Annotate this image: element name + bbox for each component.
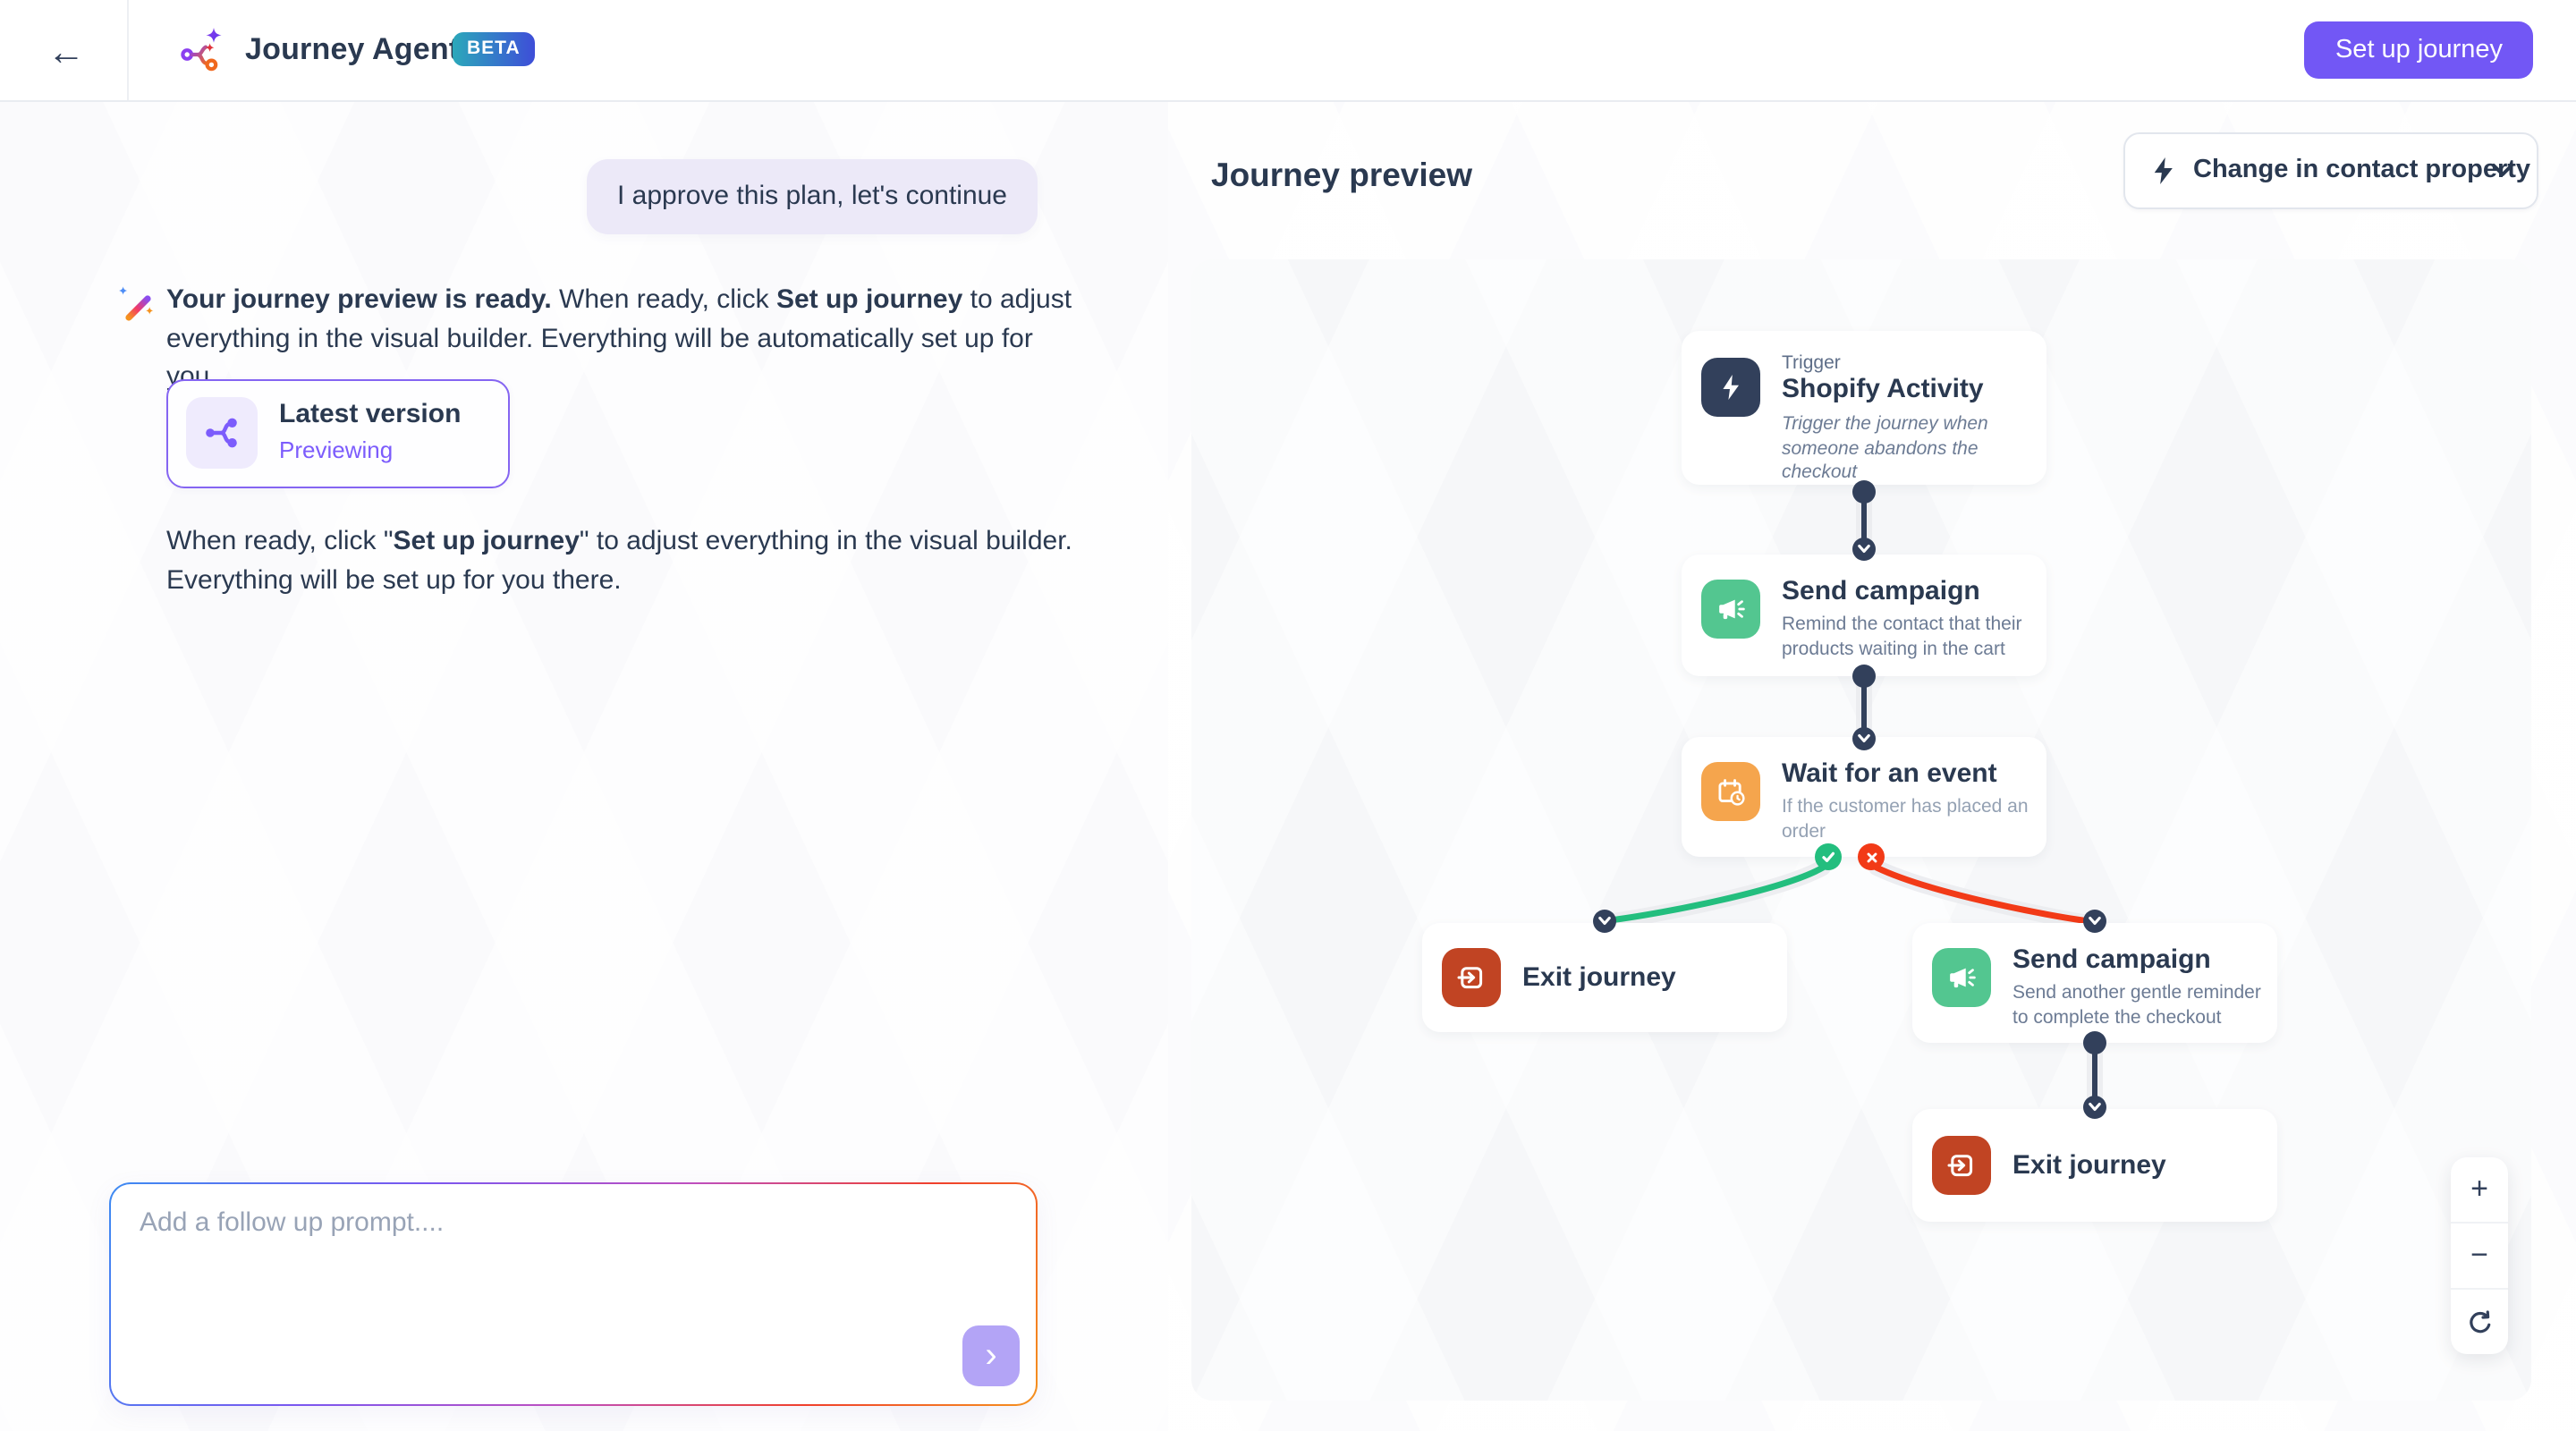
assistant-message-bold: Your journey preview is ready. <box>166 284 552 315</box>
branch-yes-check-icon <box>1815 843 1842 870</box>
preview-title: Journey preview <box>1211 156 1473 193</box>
trigger-type-dropdown[interactable]: Change in contact property <box>2123 132 2538 209</box>
refresh-icon <box>2469 1309 2490 1333</box>
chevron-down-icon <box>2492 164 2513 176</box>
zoom-in-button[interactable]: + <box>2451 1157 2508 1222</box>
calendar-clock-icon <box>1701 762 1760 821</box>
node-send-campaign-2[interactable]: Send campaign Send another gentle remind… <box>1912 923 2277 1043</box>
connector-chevron-down-icon <box>2083 1096 2106 1119</box>
latest-version-card[interactable]: Latest version Previewing <box>166 379 510 488</box>
node-send-campaign-1[interactable]: Send campaign Remind the contact that th… <box>1682 555 2046 676</box>
chevron-right-icon: › <box>985 1336 997 1376</box>
journey-agent-logo-icon <box>181 28 222 72</box>
node-title: Shopify Activity <box>1782 374 1984 404</box>
node-title: Exit journey <box>1522 962 1676 993</box>
megaphone-icon <box>1701 580 1760 639</box>
node-title: Send campaign <box>2012 944 2211 975</box>
magic-wand-icon <box>119 286 154 321</box>
back-rail: ← <box>0 0 129 100</box>
prompt-input-box: › <box>109 1182 1038 1406</box>
send-prompt-button[interactable]: › <box>962 1325 1020 1386</box>
node-title: Send campaign <box>1782 576 1980 606</box>
version-journey-icon <box>186 397 258 469</box>
exit-icon <box>1932 1136 1991 1195</box>
app-title: Journey Agent <box>245 32 460 66</box>
zoom-out-button[interactable]: − <box>2451 1222 2508 1288</box>
followup-prompt-input[interactable] <box>111 1184 1036 1404</box>
dropdown-label: Change in contact property <box>2193 156 2531 184</box>
canvas-zoom-controls: + − <box>2451 1157 2508 1354</box>
node-description: Send another gentle reminder to complete… <box>2012 982 2261 1028</box>
node-exit-journey-2[interactable]: Exit journey <box>1912 1109 2277 1222</box>
node-description: Trigger the journey when someone abandon… <box>1782 413 1988 483</box>
node-title: Exit journey <box>2012 1150 2166 1181</box>
top-header: ← Journey Agent BETA Set up journey <box>0 0 2576 102</box>
beta-badge: BETA <box>453 32 535 66</box>
assistant-followup-message: When ready, click "Set up journey" to ad… <box>166 526 1072 596</box>
lightning-icon <box>1701 358 1760 417</box>
exit-icon <box>1442 948 1501 1007</box>
connector-dot <box>1852 665 1876 688</box>
back-button[interactable]: ← <box>43 29 89 75</box>
megaphone-icon <box>1932 948 1991 1007</box>
plus-icon: + <box>2470 1172 2488 1206</box>
assistant-message: Your journey preview is ready. When read… <box>166 284 1072 392</box>
journey-canvas: Trigger Shopify Activity Trigger the jou… <box>1191 259 2531 1401</box>
connector-chevron-down-icon <box>2083 910 2106 933</box>
node-wait-for-event[interactable]: Wait for an event If the customer has pl… <box>1682 737 2046 857</box>
version-card-title: Latest version <box>279 399 462 429</box>
node-description: If the customer has placed an order <box>1782 796 2029 842</box>
node-trigger-shopify[interactable]: Trigger Shopify Activity Trigger the jou… <box>1682 331 2046 485</box>
node-description: Remind the contact that their products w… <box>1782 614 2022 659</box>
chat-panel: I approve this plan, let's continue Your… <box>0 100 1170 1431</box>
version-card-status: Previewing <box>279 436 394 463</box>
minus-icon: − <box>2470 1238 2488 1272</box>
connector-chevron-down-icon <box>1593 910 1616 933</box>
connector-chevron-down-icon <box>1852 538 1876 561</box>
lightning-icon <box>2154 157 2173 184</box>
connector-dot <box>1852 480 1876 504</box>
connector-dot <box>2083 1031 2106 1054</box>
node-kicker: Trigger <box>1782 352 1841 374</box>
reset-view-button[interactable] <box>2451 1288 2508 1354</box>
set-up-journey-button[interactable]: Set up journey <box>2304 21 2533 79</box>
node-title: Wait for an event <box>1782 758 1997 789</box>
journey-preview-panel: Journey preview Change in contact proper… <box>1168 100 2576 1431</box>
user-message-bubble: I approve this plan, let's continue <box>587 159 1038 234</box>
connector-chevron-down-icon <box>1852 727 1876 750</box>
node-exit-journey-1[interactable]: Exit journey <box>1422 923 1787 1032</box>
branch-no-x-icon <box>1858 843 1885 870</box>
